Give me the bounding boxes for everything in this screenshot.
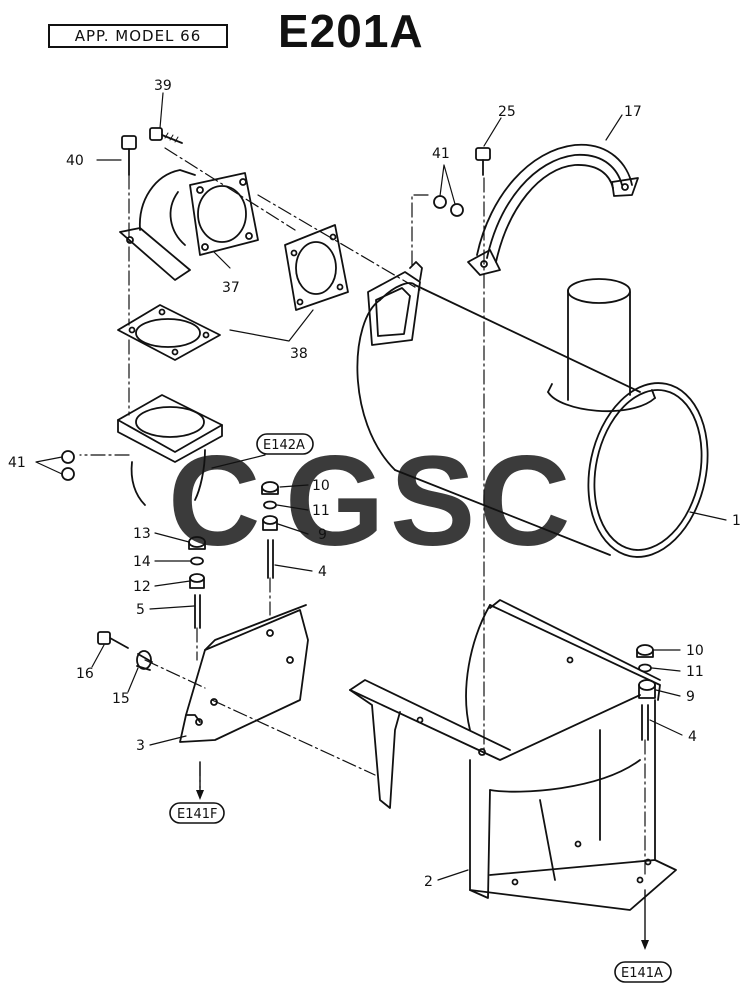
arrow-to-e141f bbox=[196, 790, 204, 800]
bolt-25 bbox=[475, 147, 491, 176]
callout-17: 17 bbox=[624, 104, 642, 120]
nuts-41-upper bbox=[433, 195, 464, 217]
model-label: APP. MODEL 66 bbox=[48, 24, 228, 48]
callout-37: 37 bbox=[222, 280, 240, 296]
callout-9-right: 9 bbox=[686, 689, 695, 705]
elbow-37 bbox=[119, 169, 259, 281]
callout-5: 5 bbox=[136, 602, 145, 618]
hardware-stack-center bbox=[261, 481, 279, 579]
callout-10-center: 10 bbox=[312, 478, 330, 494]
cradle-2 bbox=[349, 599, 677, 911]
gasket-38-lower bbox=[117, 304, 221, 361]
bolt-40 bbox=[121, 135, 137, 176]
bolt-16 bbox=[97, 631, 129, 649]
ref-e142a-frame bbox=[256, 433, 314, 455]
callout-41-left: 41 bbox=[8, 455, 26, 471]
callout-4-right: 4 bbox=[688, 729, 697, 745]
diagram-code: E201A bbox=[278, 5, 424, 57]
callout-14: 14 bbox=[133, 554, 151, 570]
callout-11-center: 11 bbox=[312, 503, 330, 519]
arrow-to-e141a bbox=[641, 940, 649, 950]
ref-e141a: E141A bbox=[621, 966, 663, 981]
watermark: C G S C bbox=[168, 430, 570, 573]
callout-2: 2 bbox=[424, 874, 433, 890]
callout-16: 16 bbox=[76, 666, 94, 682]
watermark-letter-c1: C bbox=[168, 430, 260, 573]
watermark-letter-c2: C bbox=[478, 430, 570, 573]
callout-38: 38 bbox=[290, 346, 308, 362]
callout-13: 13 bbox=[133, 526, 151, 542]
callout-9-center: 9 bbox=[318, 527, 327, 543]
watermark-letter-s: S bbox=[390, 430, 475, 573]
callout-3: 3 bbox=[136, 738, 145, 754]
bracket-3 bbox=[179, 604, 309, 743]
ref-e141f-frame bbox=[169, 802, 225, 824]
ref-e142a: E142A bbox=[263, 438, 305, 453]
flange-lower bbox=[117, 394, 223, 506]
hardware-stack-right bbox=[636, 644, 656, 741]
reference-arrows bbox=[199, 761, 646, 943]
callout-40: 40 bbox=[66, 153, 84, 169]
callout-11-right: 11 bbox=[686, 664, 704, 680]
callout-10-right: 10 bbox=[686, 643, 704, 659]
ref-e141f: E141F bbox=[177, 807, 218, 822]
gasket-38-upper bbox=[284, 224, 349, 311]
nuts-41-left bbox=[61, 450, 75, 481]
muffler bbox=[356, 261, 709, 558]
callout-41-upper: 41 bbox=[432, 146, 450, 162]
callout-39: 39 bbox=[154, 78, 172, 94]
callout-4-center: 4 bbox=[318, 564, 327, 580]
leader-lines bbox=[35, 92, 727, 881]
bolt-39 bbox=[149, 127, 183, 144]
callout-15: 15 bbox=[112, 691, 130, 707]
spacer-15 bbox=[136, 650, 153, 671]
callout-1: 1 bbox=[732, 513, 741, 529]
callout-12: 12 bbox=[133, 579, 151, 595]
watermark-letter-g: G bbox=[285, 430, 385, 573]
alignment-lines bbox=[79, 147, 646, 876]
callout-25: 25 bbox=[498, 104, 516, 120]
ref-e141a-frame bbox=[614, 961, 672, 983]
muffler-band bbox=[467, 143, 639, 276]
